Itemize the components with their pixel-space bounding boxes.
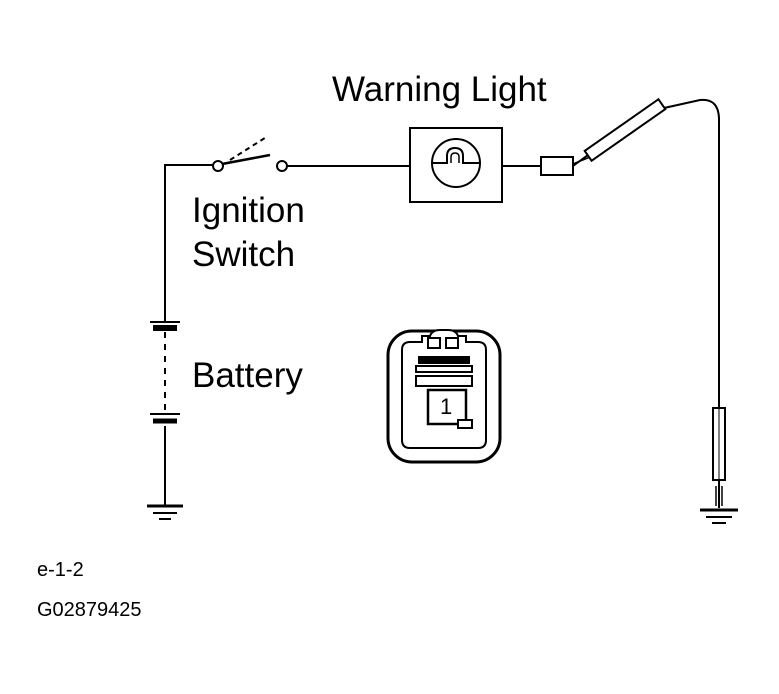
ignition-label-line2: Switch bbox=[192, 235, 296, 274]
switch-open-icon bbox=[212, 135, 288, 172]
test-probe-icon bbox=[540, 97, 720, 410]
battery-icon bbox=[150, 321, 180, 424]
ignition-label-line1: Ignition bbox=[192, 191, 305, 230]
connector-pin-label: 1 bbox=[440, 394, 453, 419]
figure-id: G02879425 bbox=[37, 599, 142, 621]
figure-code: e-1-2 bbox=[37, 559, 84, 581]
ground-icon bbox=[700, 508, 738, 524]
warning-light-label: Warning Light bbox=[332, 70, 547, 109]
connector-icon bbox=[386, 329, 502, 464]
ground-probe bbox=[712, 407, 726, 508]
ground-icon bbox=[147, 504, 183, 520]
battery-label: Battery bbox=[192, 356, 303, 395]
wires bbox=[164, 164, 541, 506]
lamp-icon bbox=[409, 127, 503, 203]
